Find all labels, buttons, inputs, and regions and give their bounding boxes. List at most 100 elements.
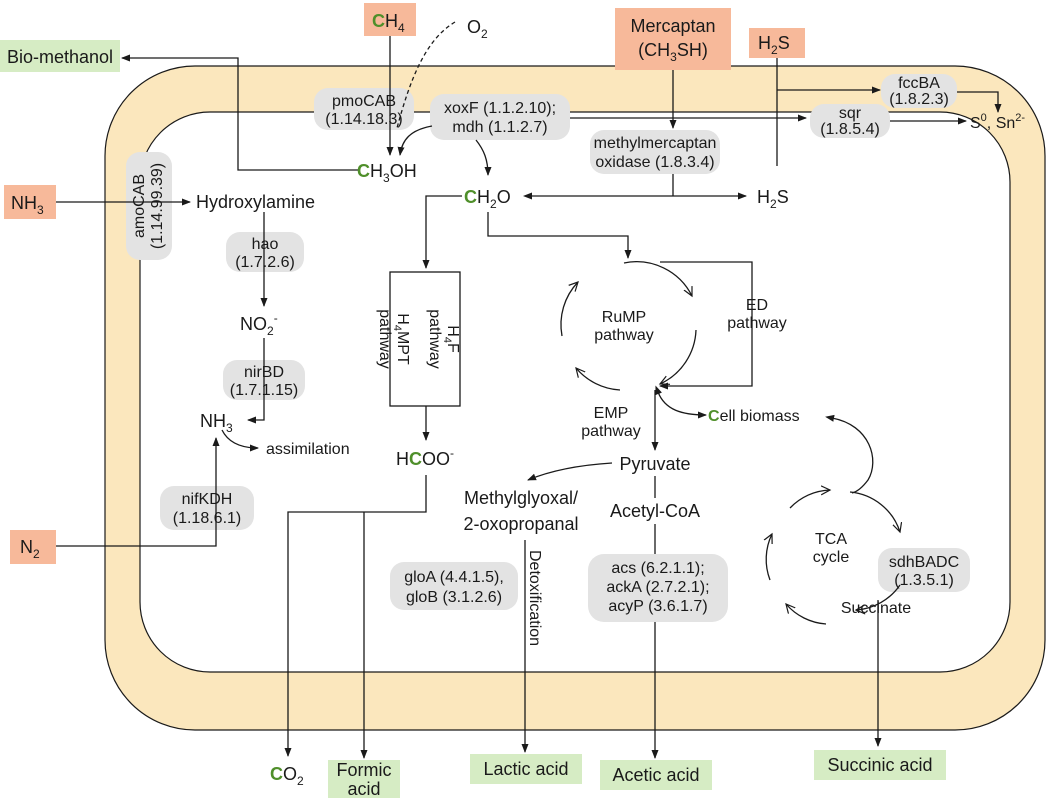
- acetic-acid-label: Acetic acid: [612, 765, 699, 785]
- cell-biomass-label: Cell biomass: [708, 408, 800, 425]
- sqr-ec: (1.8.5.4): [820, 121, 880, 138]
- xoxf-name: xoxF (1.1.2.10);: [444, 100, 556, 117]
- pmocab-ec: (1.14.18.3): [325, 111, 402, 128]
- lactic-acid-label: Lactic acid: [483, 759, 568, 779]
- connections: [56, 21, 1002, 759]
- pyruvate-label: Pyruvate: [619, 454, 690, 474]
- nh3-inner-label: NH3: [200, 411, 233, 435]
- sdhbadc-ec: (1.3.5.1): [894, 572, 954, 589]
- h2s-inner-label: H2S: [757, 187, 789, 211]
- h4mpt-label: H4MPT: [391, 313, 411, 365]
- emp-pathway-label-2: pathway: [581, 423, 641, 440]
- h2s-outer-box: [749, 28, 805, 58]
- ch2o-to-pathways: [422, 195, 462, 269]
- acs-box: [588, 554, 728, 622]
- amocab-name: amoCAB: [131, 174, 148, 238]
- nh3-outer-label: NH3: [11, 193, 44, 217]
- methylglyoxal-label-1: Methylglyoxal/: [464, 488, 578, 508]
- arrow-assimilation: [221, 429, 259, 452]
- h2s-outer-label: H2S: [758, 33, 790, 57]
- arrow-rump-biomass: [655, 385, 707, 419]
- o2-label: O2: [467, 17, 488, 41]
- nh3-outer-box: [4, 185, 56, 219]
- hao-ec: (1.7.2.6): [235, 254, 295, 271]
- fccba-box: [881, 74, 957, 108]
- arrow-to-bio-methanol: [121, 54, 358, 171]
- formic-acid-label-2: acid: [347, 779, 380, 799]
- h4f-label: H4F: [441, 325, 461, 353]
- arrow-fccba-to-sulfur: [957, 91, 1002, 113]
- sulfur-products-label: S0, Sn2-: [970, 112, 1025, 132]
- tca-cycle-label-2: cycle: [813, 549, 850, 566]
- hcoo-label: HCOO-: [396, 446, 454, 469]
- fccba-name: fccBA: [898, 75, 940, 92]
- hao-box: [226, 232, 304, 272]
- detoxification-label: Detoxification: [526, 550, 543, 646]
- substrate-boxes: [4, 3, 805, 564]
- sqr-name: sqr: [839, 105, 862, 122]
- nifkdh-name: nifKDH: [182, 491, 233, 508]
- nirbd-name: nirBD: [244, 364, 284, 381]
- arrow-to-nh3: [247, 338, 265, 424]
- xoxf-to-ch3oh: [397, 125, 433, 156]
- pmocab-box: [314, 88, 414, 130]
- n2-outer-box: [10, 530, 56, 564]
- emp-pathway-label-1: EMP: [594, 405, 629, 422]
- glo-box: [390, 562, 518, 610]
- bio-methanol-box: [0, 40, 120, 72]
- formic-acid-label-1: Formic: [337, 760, 392, 780]
- methylmercaptan-ec: oxidase (1.8.3.4): [595, 154, 714, 171]
- product-boxes: [0, 40, 946, 798]
- pmocab-name: pmoCAB: [332, 93, 396, 110]
- ch4-label: CH4: [372, 11, 405, 35]
- h4mpt-pathway-label: pathway: [376, 309, 393, 369]
- arrow-n2-in: [56, 437, 220, 547]
- membrane-outer-border: [104, 65, 1046, 731]
- succinate-label: Succinate: [841, 600, 911, 617]
- tca-cycle: [766, 490, 900, 625]
- hydroxylamine-label: Hydroxylamine: [196, 192, 315, 212]
- acyp-name: acyP (3.6.1.7): [608, 598, 707, 615]
- nifkdh-ec: (1.18.6.1): [173, 510, 241, 527]
- lactic-acid-box: [470, 754, 582, 784]
- ed-pathway-label-2: pathway: [727, 315, 787, 332]
- arrow-o2-dashed: [396, 21, 456, 129]
- methylmercaptan-name: methylmercaptan: [594, 135, 717, 152]
- acetic-acid-box: [600, 760, 712, 790]
- ch3oh-label: CH3OH: [357, 161, 417, 185]
- succinic-acid-label: Succinic acid: [827, 755, 932, 775]
- h4-pathway-bracket: [389, 271, 461, 407]
- tca-cycle-label-1: TCA: [815, 531, 847, 548]
- sdh-box: [878, 548, 970, 592]
- mdh-name: mdh (1.1.2.7): [452, 119, 547, 136]
- ch2o-label: CH2O: [464, 187, 511, 211]
- methylglyoxal-label-2: 2-oxopropanal: [463, 514, 578, 534]
- bio-methanol-label: Bio-methanol: [7, 47, 113, 67]
- mercaptan-box: [615, 8, 731, 70]
- nifkdh-box: [160, 486, 254, 530]
- rump-pathway-label-1: RuMP: [602, 309, 646, 326]
- membrane-inner-border: [139, 111, 1011, 673]
- hao-name: hao: [252, 236, 279, 253]
- enzyme-boxes: [126, 74, 970, 622]
- mercaptan-formula: (CH3SH): [638, 40, 708, 64]
- acetyl-coa-label: Acetyl-CoA: [610, 501, 700, 521]
- arrow-biomass-tca: [825, 414, 874, 494]
- sdhbadc-name: sdhBADC: [889, 554, 959, 571]
- h4f-pathway-label: pathway: [426, 309, 443, 369]
- ch4-box: [364, 3, 416, 36]
- ed-pathway-label-1: ED: [746, 297, 768, 314]
- rump-cycle: [560, 261, 697, 391]
- methylmercaptan-box: [590, 130, 720, 174]
- assimilation-label: assimilation: [266, 441, 350, 458]
- succinic-acid-box: [814, 750, 946, 780]
- mercaptan-label: Mercaptan: [630, 16, 715, 36]
- sqr-box: [810, 104, 890, 138]
- gloa-name: gloA (4.4.1.5),: [404, 569, 504, 586]
- amocab-box: [126, 152, 172, 260]
- acka-name: ackA (2.7.2.1);: [606, 579, 709, 596]
- glob-name: gloB (3.1.2.6): [406, 589, 502, 606]
- rump-pathway-label-2: pathway: [594, 327, 654, 344]
- arrow-to-co2: [284, 475, 427, 757]
